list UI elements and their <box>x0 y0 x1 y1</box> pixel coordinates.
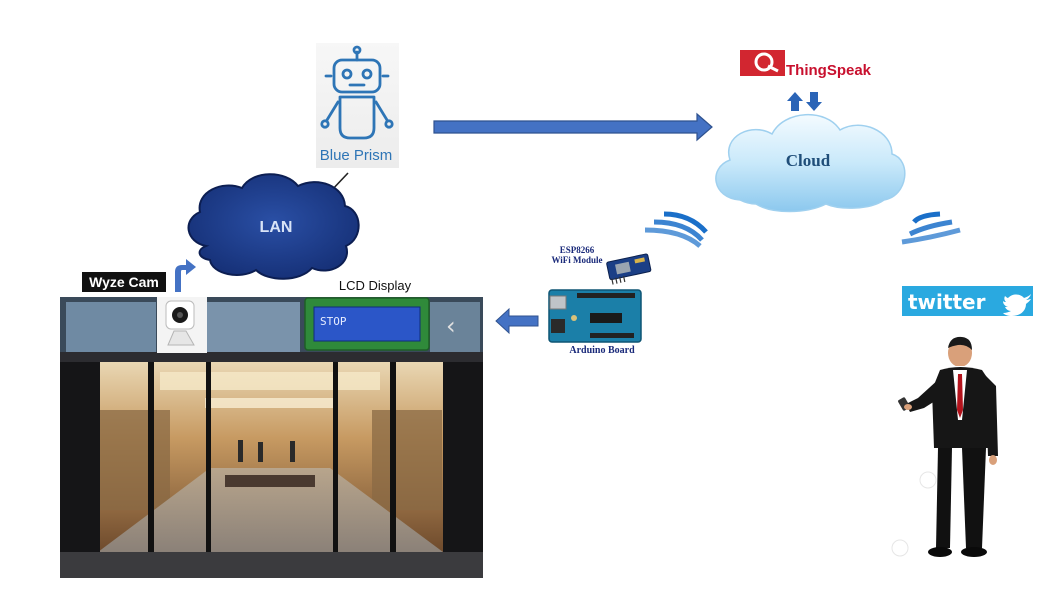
sync-arrows-icon <box>787 92 822 111</box>
esp8266-module: ESP8266 WiFi Module <box>551 245 652 285</box>
photo-chevron-icon: ‹ <box>446 312 456 340</box>
arrow-blue-prism-to-cloud <box>433 112 713 142</box>
arduino-label: Arduino Board <box>569 345 635 356</box>
blue-prism-label: Blue Prism <box>320 147 393 164</box>
wyze-cam: Wyze Cam <box>82 272 207 353</box>
lcd-screen-text: STOP <box>320 315 347 328</box>
esp8266-label-line2: WiFi Module <box>551 255 602 265</box>
lcd-display-label: LCD Display <box>339 278 412 293</box>
user-person-image <box>891 336 998 557</box>
twitter-label: twitter <box>908 290 986 314</box>
wifi-signal-right-icon <box>901 211 961 245</box>
lan-label: LAN <box>260 219 293 236</box>
camera-icon <box>165 300 195 346</box>
blue-prism-node: Blue Prism <box>316 43 399 168</box>
esp8266-label-line1: ESP8266 <box>560 245 595 255</box>
robot-icon <box>320 45 394 140</box>
thingspeak-q-icon <box>754 52 774 72</box>
thingspeak-label: ThingSpeak <box>786 62 872 79</box>
arduino-board: Arduino Board <box>548 289 642 356</box>
cloud-label: Cloud <box>786 151 831 170</box>
cloud-node: Cloud <box>715 114 906 213</box>
wifi-signal-left-icon <box>644 211 708 248</box>
twitter-bird-icon <box>1003 294 1031 316</box>
arrow-cam-to-lan <box>175 259 196 292</box>
thingspeak-logo: ThingSpeak <box>740 50 872 79</box>
arrow-arduino-to-lcd <box>495 307 539 335</box>
lcd-display: LCD Display STOP <box>304 274 430 351</box>
wyze-cam-label: Wyze Cam <box>89 274 159 290</box>
twitter-logo: twitter <box>902 286 1033 316</box>
lan-node: LAN <box>187 173 360 280</box>
